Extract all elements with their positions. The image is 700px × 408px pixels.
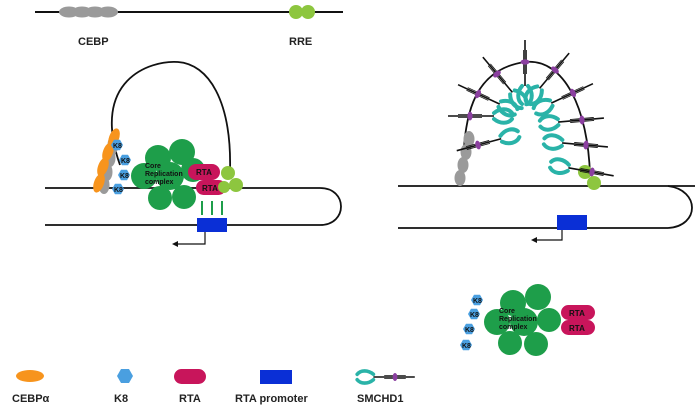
rre-sites bbox=[289, 5, 315, 19]
legend-label: K8 bbox=[114, 393, 128, 405]
core-label-2: Replication bbox=[145, 171, 183, 178]
released-complex: K8 K8 K8 K8 Core Replication complex RTA… bbox=[460, 284, 595, 356]
core-label-1: Core bbox=[145, 163, 161, 170]
rta-proteins: RTA RTA bbox=[188, 164, 226, 195]
rta-label: RTA bbox=[569, 324, 585, 333]
rta-label: RTA bbox=[196, 168, 212, 177]
k8-label: K8 bbox=[465, 327, 474, 334]
smchd1-protein-icon bbox=[355, 369, 417, 385]
legend-item-smchd1: SMCHD1 bbox=[355, 369, 417, 405]
legend-item-cebp-alpha: CEBPα bbox=[12, 370, 50, 405]
core-label-3: complex bbox=[145, 179, 174, 186]
rre-label: RRE bbox=[289, 36, 312, 48]
rre-bound bbox=[218, 166, 243, 193]
cebp-sites bbox=[59, 6, 118, 18]
rta-promoter-right bbox=[557, 215, 587, 230]
cebp-alpha-oval-icon bbox=[16, 370, 44, 382]
k8-label: K8 bbox=[113, 143, 122, 150]
k8-label: K8 bbox=[120, 173, 129, 180]
rta-label: RTA bbox=[202, 184, 218, 193]
core-label-3: complex bbox=[499, 324, 528, 331]
cebp-label: CEBP bbox=[78, 36, 109, 48]
legend-label: RTA promoter bbox=[235, 393, 308, 405]
rta-promoter bbox=[197, 218, 227, 232]
k8-hexagon-icon bbox=[117, 369, 133, 383]
k8-label: K8 bbox=[121, 158, 130, 165]
top-dna-strand: CEBP RRE bbox=[35, 5, 343, 48]
transcription-arrow bbox=[172, 232, 206, 247]
legend: CEBPα K8 RTA RTA promoter SMCHD1 bbox=[12, 369, 417, 405]
k8-released: K8 K8 K8 K8 bbox=[460, 294, 483, 351]
contact-lines bbox=[201, 201, 223, 215]
k8-label: K8 bbox=[473, 298, 482, 305]
k8-label: K8 bbox=[462, 343, 471, 350]
legend-item-rta: RTA bbox=[174, 369, 206, 405]
k8-label: K8 bbox=[470, 312, 479, 319]
core-label-2: Replication bbox=[499, 316, 537, 323]
rta-released: RTA RTA bbox=[561, 305, 595, 335]
core-label-1: Core bbox=[499, 308, 515, 315]
left-loop-complex: K8 K8 K8 K8 Core Replication complex RTA… bbox=[45, 61, 342, 247]
rta-label: RTA bbox=[569, 309, 585, 318]
rta-pill-icon bbox=[174, 369, 206, 384]
legend-item-k8: K8 bbox=[114, 369, 133, 405]
k8-label: K8 bbox=[114, 187, 123, 194]
core-complex-released: Core Replication complex bbox=[484, 284, 561, 356]
legend-label: CEBPα bbox=[12, 393, 50, 405]
transcription-arrow-right bbox=[531, 230, 563, 243]
rta-promoter-box-icon bbox=[260, 370, 292, 384]
cebp-sites-right bbox=[454, 131, 475, 186]
legend-label: RTA bbox=[179, 393, 201, 405]
right-loop-smchd1 bbox=[398, 38, 695, 243]
legend-item-rta-promoter: RTA promoter bbox=[235, 370, 308, 405]
legend-label: SMCHD1 bbox=[357, 393, 403, 405]
k8-proteins: K8 K8 K8 K8 bbox=[111, 139, 131, 195]
